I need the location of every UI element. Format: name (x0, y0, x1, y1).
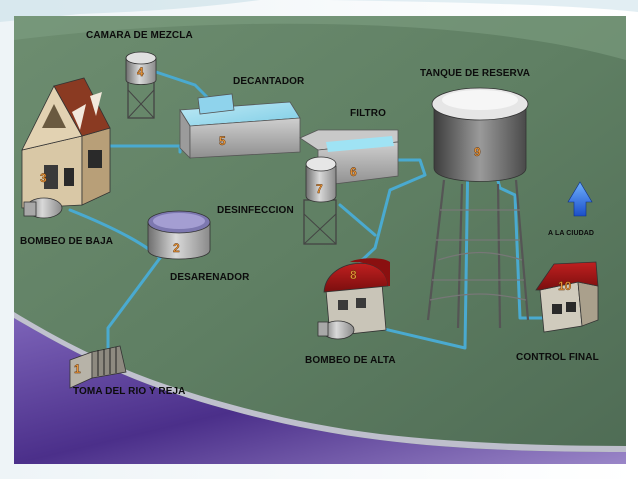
step-number-10: 10 (558, 279, 572, 293)
mixing-tower (125, 51, 157, 119)
river (14, 318, 626, 464)
step-number-9: 9 (474, 145, 481, 159)
slide-swoosh (0, 0, 260, 22)
label-desarenador: DESARENADOR (170, 272, 250, 283)
label-toma-del-rio-y-reja: TOMA DEL RIO Y REJA (73, 386, 186, 397)
control-final-house (535, 261, 599, 333)
step-number-6: 6 (350, 165, 357, 179)
pipe-network (68, 68, 547, 357)
pipe-disinfection (338, 203, 377, 237)
step-number-5: 5 (219, 134, 226, 148)
label-bombeo-de-baja: BOMBEO DE BAJA (20, 236, 114, 247)
label-bombeo-de-alta: BOMBEO DE ALTA (305, 355, 396, 366)
low-pump-house (21, 77, 111, 219)
step-number-3: 3 (40, 171, 47, 185)
pipe-intake (106, 256, 162, 357)
label-camara-de-mezcla: CAMARA DE MEZCLA (86, 30, 193, 41)
filter (299, 129, 399, 187)
label-control-final: CONTROL FINAL (516, 352, 599, 363)
step-number-2: 2 (173, 241, 180, 255)
terrain-highlight (14, 16, 626, 60)
pipe-filter-out (358, 158, 427, 264)
label-decantador: DECANTADOR (233, 76, 305, 87)
high-pump-house (317, 258, 390, 340)
step-number-1: 1 (74, 362, 81, 376)
disinfection-tower (303, 156, 337, 245)
label-a-la-ciudad: A LA CIUDAD (548, 230, 595, 237)
decanter (179, 93, 301, 159)
to-city-arrow (567, 181, 593, 217)
pipe-high-pump (378, 148, 470, 350)
step-numbers: 1 2 3 4 5 6 7 8 9 10 (40, 65, 572, 376)
label-tanque-de-reserva: TANQUE DE RESERVA (420, 68, 531, 79)
reserve-tank (426, 87, 530, 329)
sand-trap (147, 210, 211, 260)
pipe-mixing (148, 68, 212, 102)
intake-gate (69, 345, 127, 389)
label-filtro: FILTRO (350, 108, 386, 119)
step-number-7: 7 (316, 182, 323, 196)
label-desinfeccion: DESINFECCION (217, 205, 294, 216)
slide-swoosh-right (330, 0, 638, 12)
step-number-8: 8 (350, 268, 357, 282)
step-number-4: 4 (137, 65, 144, 79)
